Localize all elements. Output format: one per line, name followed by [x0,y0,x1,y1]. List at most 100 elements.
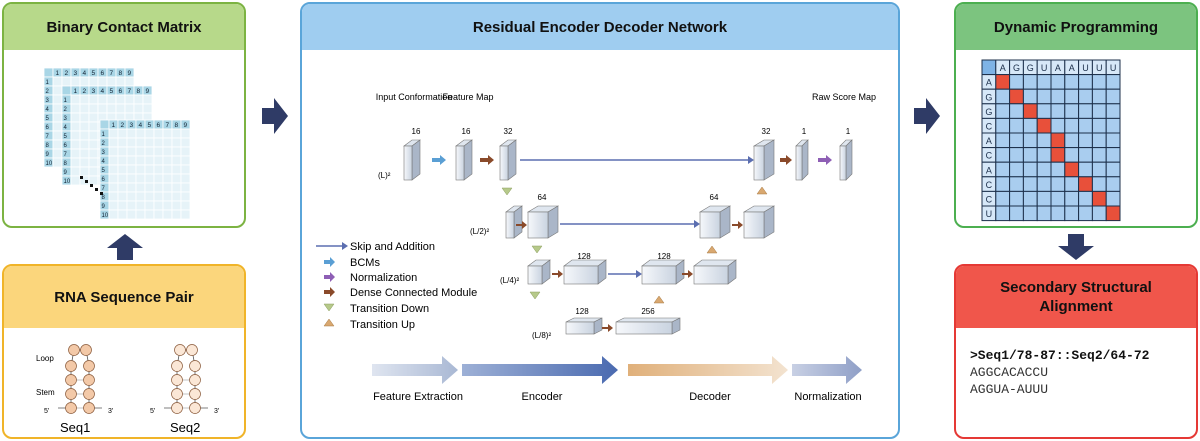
dp-row-letter: G [985,107,992,117]
nucleotide-node [189,388,201,400]
column-number: 6 [157,122,161,129]
channel-16a: 16 [412,127,421,136]
dp-cell [1009,103,1024,119]
row-number: 7 [46,134,50,140]
nucleotide-node [83,374,95,386]
nucleotide-node [171,402,183,414]
nucleotide-node [83,402,95,414]
dp-row-letter: A [986,165,992,175]
channel-128b: 128 [657,252,671,261]
row-number: 9 [64,170,68,176]
dense-arrow-icon [780,155,792,165]
dp-cell [995,103,1011,119]
dp-cell [1009,161,1024,178]
nucleotide-node [83,388,95,400]
dp-cell [1022,103,1038,119]
conv-block [615,317,681,335]
column-number: 5 [110,88,114,95]
dp-cell [1105,117,1121,134]
dp-row-letter: U [986,209,993,219]
column-number: 6 [119,88,123,95]
ellipsis-dot [85,180,88,183]
row-number: 1 [102,132,106,138]
dp-cell [1064,74,1080,90]
nucleotide-node [189,374,201,386]
channel-32b: 32 [762,127,771,136]
dp-header-cell [981,59,997,76]
row-number: 6 [102,177,106,183]
nucleotide-node [171,388,183,400]
dp-cell [1091,132,1107,149]
dp-cell [1022,161,1038,178]
panel-title: Dynamic Programming [956,4,1196,50]
dp-cell [1009,147,1024,163]
nucleotide-node [189,402,201,414]
dp-cell [1078,132,1093,149]
dp-cell [1064,117,1080,134]
dp-cell [1078,88,1093,105]
dp-cell [1050,103,1066,119]
feature-map-label: Feature Map [442,92,493,102]
transition-down-icon [531,245,543,254]
channel-64a: 64 [538,193,547,202]
row-number: 5 [46,116,50,122]
dp-cell [1036,74,1052,90]
column-number: 3 [130,122,134,129]
dp-cell [1036,176,1052,192]
column-number: 1 [56,70,60,77]
column-number: 8 [137,88,141,95]
column-number: 5 [92,70,96,77]
dp-cell [1050,190,1066,207]
conv-block [527,259,551,285]
transition-down-icon [501,187,513,196]
skip-arrowhead-icon [694,220,700,228]
dp-row-letter: A [986,78,992,88]
column-number: 4 [83,70,87,77]
seq1-label: Seq1 [60,420,90,435]
dp-cell [1022,132,1038,149]
conv-block [455,139,473,181]
legend-label: BCMs [350,257,380,269]
row-number: 9 [102,204,106,210]
dense-arrow-icon [682,270,693,278]
dp-cell [1050,117,1066,134]
five-prime-label-1: 5' [44,408,49,415]
row-number: 9 [46,152,50,158]
column-number: 1 [112,122,116,129]
row-number: 3 [46,98,50,104]
dp-cell [1009,88,1024,105]
dp-cell [1050,132,1066,149]
three-prime-label-2: 3' [214,408,219,415]
dp-cell [1105,74,1121,90]
dp-cell [1078,190,1093,207]
conv-block [839,139,853,181]
conv-block [641,259,685,285]
seq2-label: Seq2 [170,420,200,435]
nucleotide-node [186,344,198,356]
legend-label: Dense Connected Module [350,287,477,299]
dp-col-letter: U [1041,63,1048,73]
dp-cell [1022,205,1038,222]
dp-cell [1064,147,1080,163]
legend-label: Skip and Addition [350,241,435,253]
row-number: 5 [64,134,68,140]
nucleotide-node [171,360,183,372]
dp-cell [1064,161,1080,178]
dp-cell [1105,132,1121,149]
channel-128a: 128 [577,252,591,261]
legend-label: Normalization [350,272,417,284]
dp-cell [1078,74,1093,90]
alignment-line: AGGUA-AUUU [970,382,1049,397]
dp-col-letter: U [1082,63,1089,73]
column-number: 5 [148,122,152,129]
channel-256: 256 [641,307,655,316]
dp-cell [1091,74,1107,90]
dp-cell [1050,88,1066,105]
ellipsis-dot [90,184,93,187]
input-conformation-label: Input Conformation [376,92,453,102]
three-prime-label-1: 3' [108,408,113,415]
dp-row-letter: A [986,136,992,146]
channel-32a: 32 [504,127,513,136]
alignment-line: AGGCACACCU [970,365,1049,380]
